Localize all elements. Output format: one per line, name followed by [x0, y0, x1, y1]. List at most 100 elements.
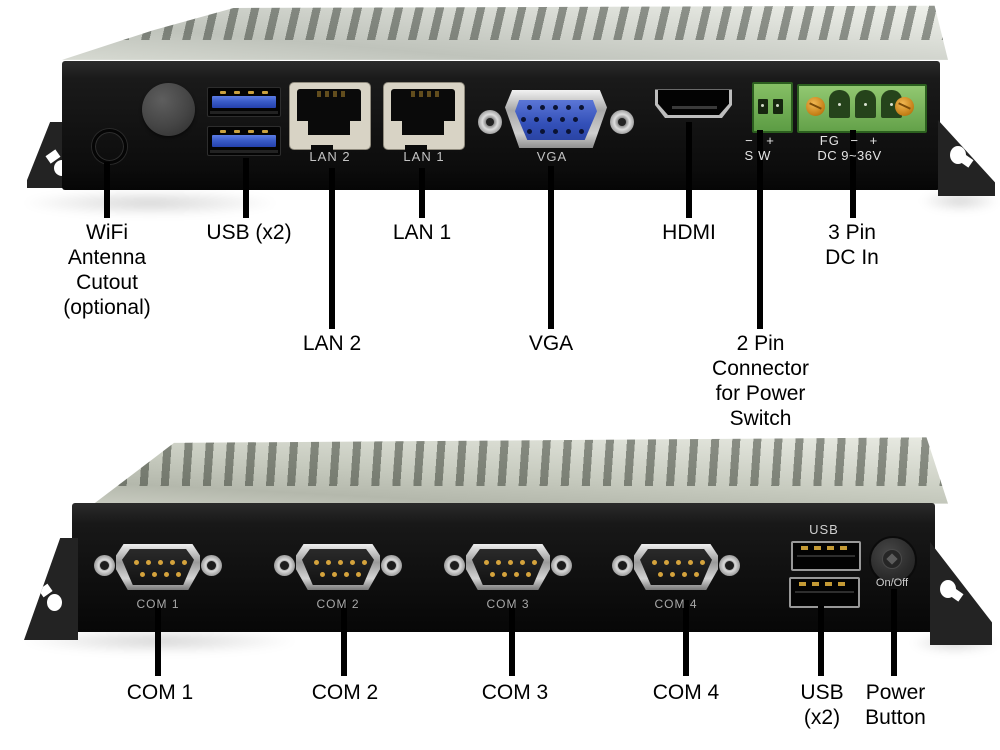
db9-standoff [444, 555, 465, 576]
lan2-port [289, 82, 371, 157]
vga-screw [478, 110, 502, 134]
rj45-tab [391, 121, 402, 135]
vga-screw [610, 110, 634, 134]
usb-contacts [220, 130, 226, 133]
db9-standoff [274, 555, 295, 576]
db9-insert [122, 549, 194, 585]
callout-hdmi: HDMI [625, 220, 753, 245]
callout-power-switch: 2 Pin Connector for Power Switch [688, 331, 833, 431]
connector-pin-hole [773, 99, 783, 114]
silkscreen-com3: COM 3 [486, 597, 530, 611]
power-switch-connector [752, 82, 793, 133]
callout-com3: COM 3 [450, 680, 580, 705]
db9-shell [296, 544, 380, 590]
com1-port [93, 539, 223, 597]
callout-line: USB [800, 681, 844, 704]
usb2-port-1 [791, 541, 861, 571]
callout-line: Antenna [67, 246, 147, 269]
rj45-tab [350, 121, 361, 135]
callout-power-button: Power Button [853, 680, 938, 730]
callout-vga: VGA [486, 331, 616, 356]
silkscreen-dc-polarity: FG − + [819, 133, 879, 148]
usb-tongue-edge [795, 591, 854, 593]
leader-power-switch [757, 130, 763, 329]
callout-line: Power [865, 681, 926, 704]
callout-dc-in: 3 Pin DC In [792, 220, 912, 270]
lan1-port [383, 82, 465, 157]
keyhole-slot [948, 587, 964, 602]
terminal-pin-slot [855, 90, 876, 118]
usb-lip [210, 150, 278, 153]
silkscreen-onoff: On/Off [875, 577, 909, 589]
silkscreen-sw-polarity: − + [745, 133, 775, 148]
rj45-cavity [297, 89, 361, 135]
db9-standoff [201, 555, 222, 576]
leader-com2 [341, 600, 347, 676]
callout-wifi-antenna-cutout: WiFi Antenna Cutout (optional) [32, 220, 182, 320]
callout-com2: COM 2 [280, 680, 410, 705]
silkscreen-vga: VGA [536, 149, 568, 164]
callout-lan2: LAN 2 [267, 331, 397, 356]
photo-shadow [20, 190, 280, 216]
callout-line: Connector [712, 357, 809, 380]
callout-line: Switch [729, 407, 792, 430]
usb-tongue-edge [797, 555, 855, 557]
callout-line: VGA [528, 332, 574, 355]
terminal-screw [806, 97, 825, 116]
rj45-cavity [391, 89, 455, 135]
db9-standoff [612, 555, 633, 576]
keyhole-slot [958, 153, 974, 168]
usb2-port-2 [789, 577, 860, 608]
db9-insert [472, 549, 544, 585]
terminal-screw [895, 97, 914, 116]
leader-lan2 [329, 168, 335, 329]
callout-line: USB (x2) [206, 221, 292, 244]
com2-port [273, 539, 403, 597]
mounting-ear-right [938, 120, 995, 196]
usb-contacts [799, 582, 806, 586]
callout-com1: COM 1 [95, 680, 225, 705]
db9-standoff [94, 555, 115, 576]
leader-com4 [683, 600, 689, 676]
db9-pins [652, 560, 657, 565]
usb3-tongue [212, 96, 276, 108]
callout-line: (x2) [803, 706, 841, 729]
silkscreen-com2: COM 2 [316, 597, 360, 611]
com3-port [443, 539, 573, 597]
leader-wifi [104, 162, 110, 218]
callout-line: COM 4 [652, 681, 720, 704]
leader-vga [548, 166, 554, 329]
mounting-ear-right [930, 542, 992, 645]
rj45-latch [311, 145, 333, 157]
db9-standoff [719, 555, 740, 576]
usb-lip [210, 111, 278, 114]
mounting-ear-left [24, 538, 78, 640]
callout-line: HDMI [662, 221, 716, 244]
rj45-pins [411, 91, 415, 97]
callout-line: DC In [825, 246, 879, 269]
leader-lan1 [419, 168, 425, 218]
connector-pin-hole [758, 99, 768, 114]
callout-line: WiFi [86, 221, 128, 244]
rj45-tab [444, 121, 455, 135]
db9-insert [640, 549, 712, 585]
hdmi-cavity [658, 90, 729, 115]
heatsink-fins [94, 437, 948, 486]
callout-line: Cutout [76, 271, 138, 294]
db9-shell [116, 544, 200, 590]
silkscreen-com1: COM 1 [136, 597, 180, 611]
callout-line: COM 1 [126, 681, 194, 704]
db9-pins [134, 560, 139, 565]
callout-usb-x2: USB (x2) [180, 220, 318, 245]
heatsink [62, 5, 948, 60]
leader-com3 [509, 600, 515, 676]
vga-pin-holes [527, 105, 532, 110]
silkscreen-sw: SW [744, 148, 776, 163]
heatsink-fins [62, 5, 948, 41]
db9-insert [302, 549, 374, 585]
leader-dc-in [850, 130, 856, 218]
usb3-tongue [212, 135, 276, 147]
db9-shell [634, 544, 718, 590]
usb-contacts [220, 91, 226, 94]
